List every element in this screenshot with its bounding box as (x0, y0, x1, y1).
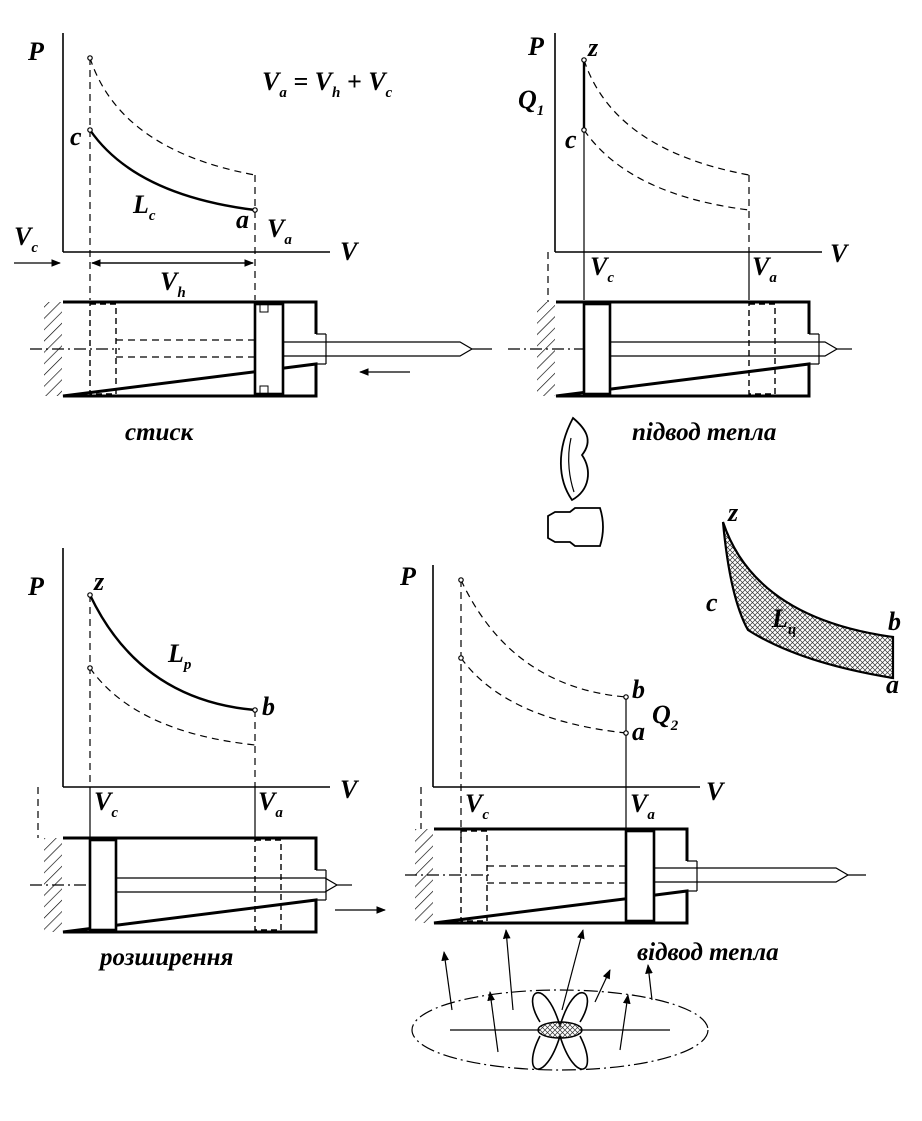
v-axis-label: V (706, 777, 726, 806)
va-label: Va (258, 787, 283, 821)
point-z-label: z (93, 567, 105, 596)
caption-compression: стиск (125, 419, 195, 446)
ghost-expansion-curve (89, 57, 256, 176)
point-marker (458, 655, 464, 661)
cylinder (508, 252, 852, 398)
piston-previous (460, 830, 488, 922)
caption-heat-removal: відвод тепла (637, 939, 779, 966)
point-marker (458, 577, 464, 583)
compression-curve (89, 667, 256, 746)
expansion-curve (88, 594, 256, 712)
compression-curve (460, 657, 627, 734)
vc-label: Vc (14, 222, 38, 256)
vh-label: Vh (160, 267, 186, 301)
v-axis-label: V (830, 239, 850, 268)
point-marker (252, 207, 258, 213)
heat-label: Q2 (652, 700, 679, 734)
vc-label: Vc (465, 789, 489, 823)
point-a-label: a (886, 670, 899, 699)
point-b-label: b (888, 607, 901, 636)
point-b-label: b (632, 675, 645, 704)
v-axis-label: V (340, 237, 360, 266)
cylinder (30, 300, 492, 398)
point-marker (87, 127, 93, 133)
piston (88, 838, 118, 932)
piston (624, 829, 656, 923)
v-axis-label: V (340, 775, 360, 804)
point-a-label: a (632, 717, 645, 746)
point-z-label: z (727, 498, 739, 527)
va-label: Va (267, 214, 292, 248)
work-label: Lc (132, 190, 156, 224)
point-marker (623, 694, 629, 700)
point-marker (252, 707, 258, 713)
cylinder (30, 787, 352, 934)
piston-previous (748, 303, 776, 395)
piston-previous (254, 839, 282, 931)
panel-heat-removal: P V b a Q2 Vc Va відвод тепла (399, 562, 866, 1071)
panel-heat-supply: P V z c Q1 Vc Va підвод тепла (508, 32, 852, 547)
vc-label: Vc (590, 252, 614, 286)
point-marker (87, 55, 93, 61)
work-label: Lp (167, 639, 192, 673)
burner-icon (547, 416, 604, 547)
panel-compression: P V c a Lc Va Vc Vh стиск (14, 33, 492, 446)
wall-hatch (415, 829, 433, 923)
expansion-curve (460, 579, 627, 698)
va-label: Va (752, 252, 777, 286)
p-axis-label: P (399, 562, 417, 591)
piston (582, 302, 612, 396)
heat-label: Q1 (518, 85, 544, 119)
va-label: Va (630, 789, 655, 823)
volume-formula: Va = Vh + Vc (262, 67, 393, 101)
point-b-label: b (262, 692, 275, 721)
p-axis-label: P (27, 37, 45, 66)
p-axis-label: P (527, 32, 545, 61)
piston-previous (89, 303, 117, 395)
point-marker (623, 730, 629, 736)
p-axis-label: P (27, 572, 45, 601)
caption-heat-supply: підвод тепла (632, 419, 776, 446)
point-a-label: a (236, 205, 249, 234)
point-marker (581, 127, 587, 133)
cycle-work-area (721, 521, 895, 680)
compression-curve (583, 129, 750, 211)
caption-expansion: розширення (98, 944, 234, 971)
point-z-label: z (587, 33, 599, 62)
fan-icon (411, 929, 709, 1071)
cycle-work-label: Lц (771, 604, 796, 638)
point-c-label: c (706, 588, 718, 617)
cylinder (405, 787, 866, 925)
panel-expansion: P V z b Lp Vc Va розширення (27, 548, 386, 971)
piston (253, 302, 285, 396)
point-marker (581, 57, 587, 63)
compression-curve (89, 129, 256, 212)
cycle-work-diagram: z c b a Lц (706, 498, 901, 699)
point-marker (87, 592, 93, 598)
point-c-label: c (70, 122, 82, 151)
point-c-label: c (565, 125, 577, 154)
vc-label: Vc (94, 787, 118, 821)
point-marker (87, 665, 93, 671)
